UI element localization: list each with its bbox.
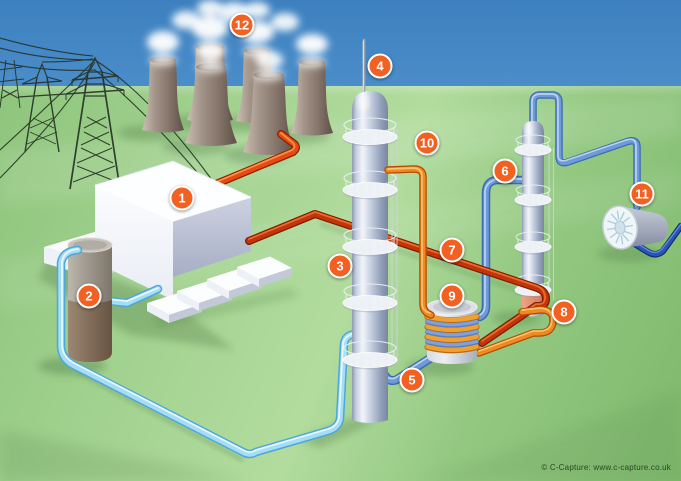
marker-12-cooling-towers: 12 — [229, 12, 255, 38]
co2-pipeline — [626, 222, 681, 258]
marker-11-co2-compressor: 11 — [629, 181, 655, 207]
cooling-water-pipe-segment2 — [56, 245, 371, 459]
marker-1-power-station: 1 — [169, 185, 195, 211]
lean-solvent-return-pipe — [384, 165, 435, 319]
solvent-feed-pipe — [475, 175, 529, 322]
solvent-storage-tank — [67, 237, 113, 362]
foundation-steps — [147, 256, 292, 323]
flue-gas-pipe — [212, 130, 300, 188]
marker-9-heat-exchanger: 9 — [439, 283, 465, 309]
marker-5-rich-solvent-pipe: 5 — [399, 367, 425, 393]
heat-exchanger-coils — [424, 313, 480, 354]
lean-solvent-loop-pipe — [475, 306, 557, 357]
marker-8-reboiler: 8 — [551, 299, 577, 325]
co2-offgas-pipe — [529, 91, 641, 211]
copyright-text: © C-Capture: www.c-capture.co.uk — [541, 463, 671, 472]
marker-2-solvent-storage-tank: 2 — [76, 283, 102, 309]
electricity-pylons — [0, 37, 213, 190]
fan-blades — [607, 210, 633, 245]
marker-10-lean-solvent-return-pipe: 10 — [414, 130, 440, 156]
co2-compressor — [602, 205, 668, 250]
sky-background — [0, 0, 681, 86]
marker-6-stripper-column: 6 — [492, 158, 518, 184]
marker-7-heat-supply-pipe: 7 — [439, 237, 465, 263]
steam-supply-pipe — [245, 210, 550, 347]
marker-4-clean-gas-vent: 4 — [367, 53, 393, 79]
marker-3-absorber-column: 3 — [327, 253, 353, 279]
heat-exchanger — [424, 298, 480, 364]
steam-clouds — [147, 0, 328, 80]
